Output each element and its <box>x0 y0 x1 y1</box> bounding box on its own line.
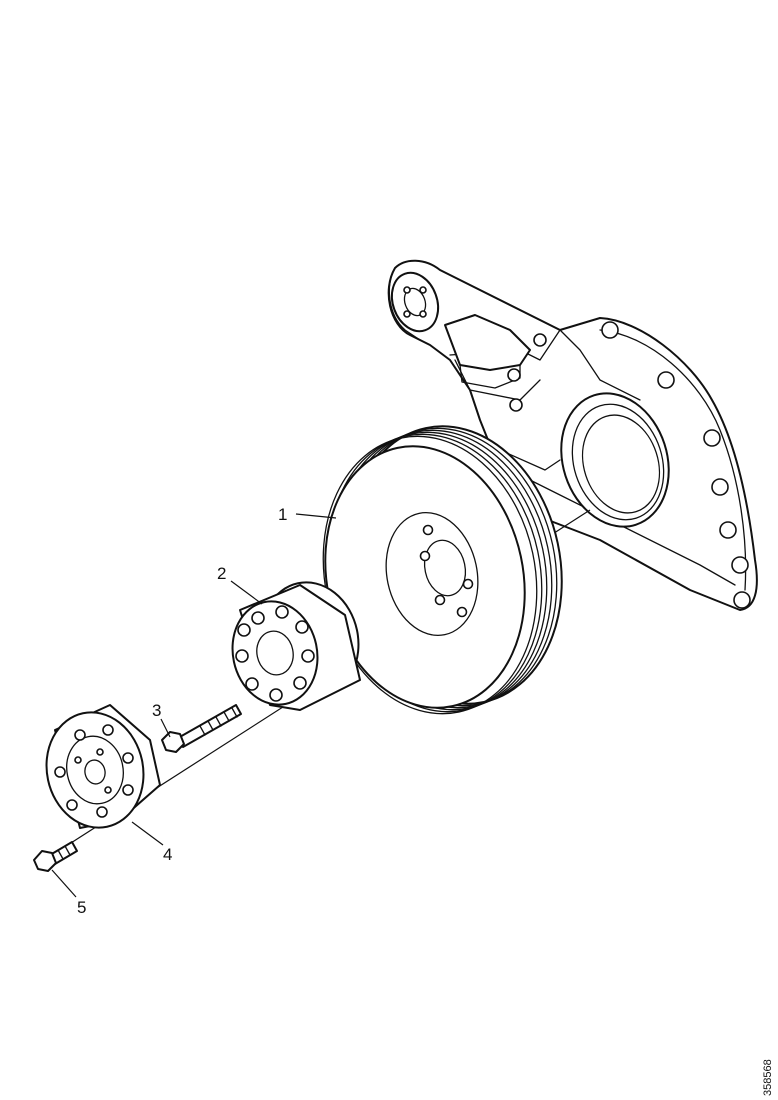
timing-cover-housing <box>387 259 758 611</box>
callout-2: 2 <box>217 564 226 583</box>
front-hub-flange <box>45 704 161 829</box>
adapter-hub <box>231 581 361 711</box>
leader-line-3 <box>160 718 171 738</box>
leader-line-1 <box>295 513 337 519</box>
leader-line-2 <box>230 580 263 605</box>
callout-3: 3 <box>152 701 161 720</box>
leader-line-4 <box>131 821 164 846</box>
callout-1: 1 <box>278 505 287 524</box>
callout-5: 5 <box>77 898 86 917</box>
crankshaft-pulley <box>322 425 563 715</box>
callout-4: 4 <box>163 845 172 864</box>
bolt-part-5 <box>33 841 78 872</box>
bolt-part-3 <box>161 704 242 753</box>
leader-line-5 <box>51 869 77 898</box>
figure-number: 358568 <box>762 1059 774 1096</box>
